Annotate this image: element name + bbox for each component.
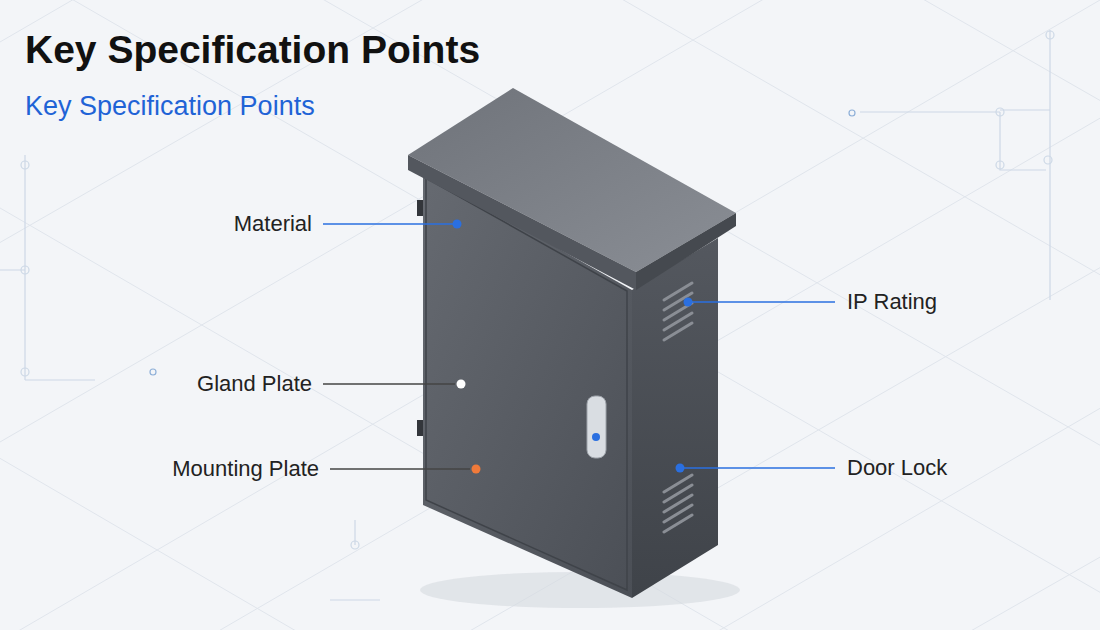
part-label: Gland Plate [197,371,312,397]
part-label: Door Lock [847,455,947,481]
page-title: Key Specification Points [25,28,480,72]
cabinet-illustration [408,88,740,608]
part-label: Material [234,211,312,237]
part-label: IP Rating [847,289,937,315]
part-label: Mounting Plate [172,456,319,482]
leader-lines [323,220,835,474]
subtitle: Key Specification Points [25,91,315,122]
circuit-traces [0,30,1054,600]
